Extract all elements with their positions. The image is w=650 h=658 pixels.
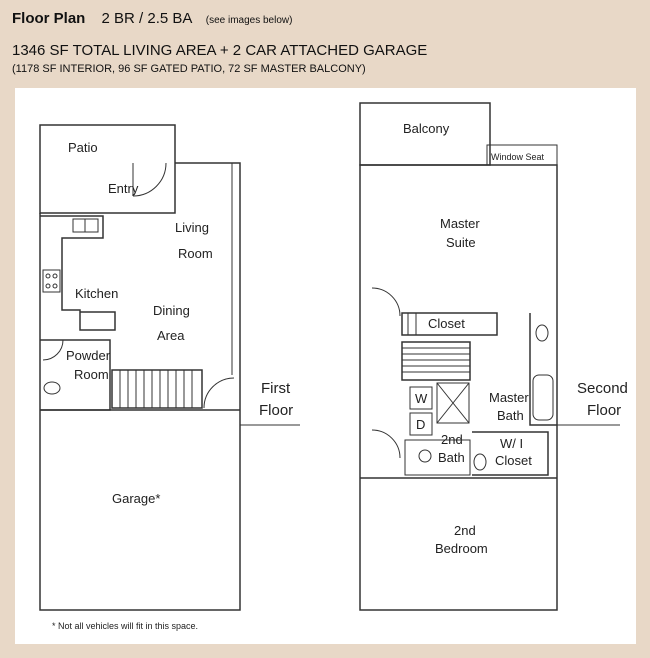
bathtub <box>532 374 554 421</box>
closet-label: Closet <box>428 316 465 331</box>
walkin-closet-label-2: Closet <box>495 453 532 468</box>
powder-toilet <box>43 381 61 395</box>
powder-label-1: Powder <box>66 348 111 363</box>
first-floor-label-1: First <box>261 380 291 397</box>
plan-header: Floor Plan 2 BR / 2.5 BA (see images bel… <box>12 10 292 27</box>
dryer <box>409 412 433 436</box>
bedroom-label-2: Bedroom <box>435 541 488 556</box>
room-labels: Patio Entry Living Room Kitchen Dining A… <box>52 121 628 631</box>
first-floor-outline <box>39 162 241 611</box>
powder-label-2: Room <box>74 367 109 382</box>
floor-plan-panel: Patio Entry Living Room Kitchen Dining A… <box>15 88 636 644</box>
floor-plan-drawing: Patio Entry Living Room Kitchen Dining A… <box>39 102 628 631</box>
hall-shaft <box>436 382 470 424</box>
dining-label-1: Dining <box>153 303 190 318</box>
master-bath-walls <box>529 313 557 426</box>
see-images-note: (see images below) <box>205 15 293 26</box>
dining-label-2: Area <box>157 328 185 343</box>
patio-outline <box>39 124 176 214</box>
garage-footnote: * Not all vehicles will fit in this spac… <box>52 621 198 631</box>
area-breakdown: (1178 SF INTERIOR, 96 SF GATED PATIO, 72… <box>12 63 366 75</box>
washer-label: W <box>415 391 428 406</box>
second-bath-label-2: Bath <box>438 450 465 465</box>
first-floor-plan <box>39 124 300 611</box>
window-seat-label: Window Seat <box>491 152 545 162</box>
second-bath-walls <box>404 439 471 476</box>
second-floor-stairs <box>401 341 471 381</box>
first-floor-stairs <box>111 369 203 409</box>
dryer-label: D <box>416 417 425 432</box>
total-area: 1346 SF TOTAL LIVING AREA + 2 CAR ATTACH… <box>12 42 428 59</box>
balcony-label: Balcony <box>403 121 450 136</box>
garage-door-swing <box>203 377 235 409</box>
second-floor-plan <box>359 102 620 611</box>
master-suite-label-2: Suite <box>446 235 476 250</box>
second-floor-label-1: Second <box>577 380 628 397</box>
page-title: Floor Plan <box>12 10 86 27</box>
living-label-1: Living <box>175 220 209 235</box>
master-bath-label-1: Master <box>489 390 529 405</box>
living-label-2: Room <box>178 246 213 261</box>
second-floor-label-2: Floor <box>587 402 621 419</box>
walkin-closet-walls <box>472 431 549 476</box>
walkin-closet-label-1: W/ I <box>500 436 523 451</box>
master-suite-label-1: Master <box>440 216 480 231</box>
bed-bath-count: 2 BR / 2.5 BA <box>101 10 192 27</box>
garage-label: Garage* <box>112 491 160 506</box>
kitchen-label: Kitchen <box>75 286 118 301</box>
closet-box <box>401 312 498 336</box>
washer <box>409 386 433 410</box>
patio-label: Patio <box>68 140 98 155</box>
entry-label: Entry <box>108 181 139 196</box>
second-bath-label-1: 2nd <box>441 432 463 447</box>
master-door <box>371 287 401 317</box>
kitchen-counter <box>40 215 116 331</box>
bedroom-label-1: 2nd <box>454 523 476 538</box>
entry-door <box>132 162 167 197</box>
kitchen-range <box>42 269 61 293</box>
master-bath-label-2: Bath <box>497 408 524 423</box>
second-floor-outline <box>359 164 558 611</box>
first-floor-label-2: Floor <box>259 402 293 419</box>
